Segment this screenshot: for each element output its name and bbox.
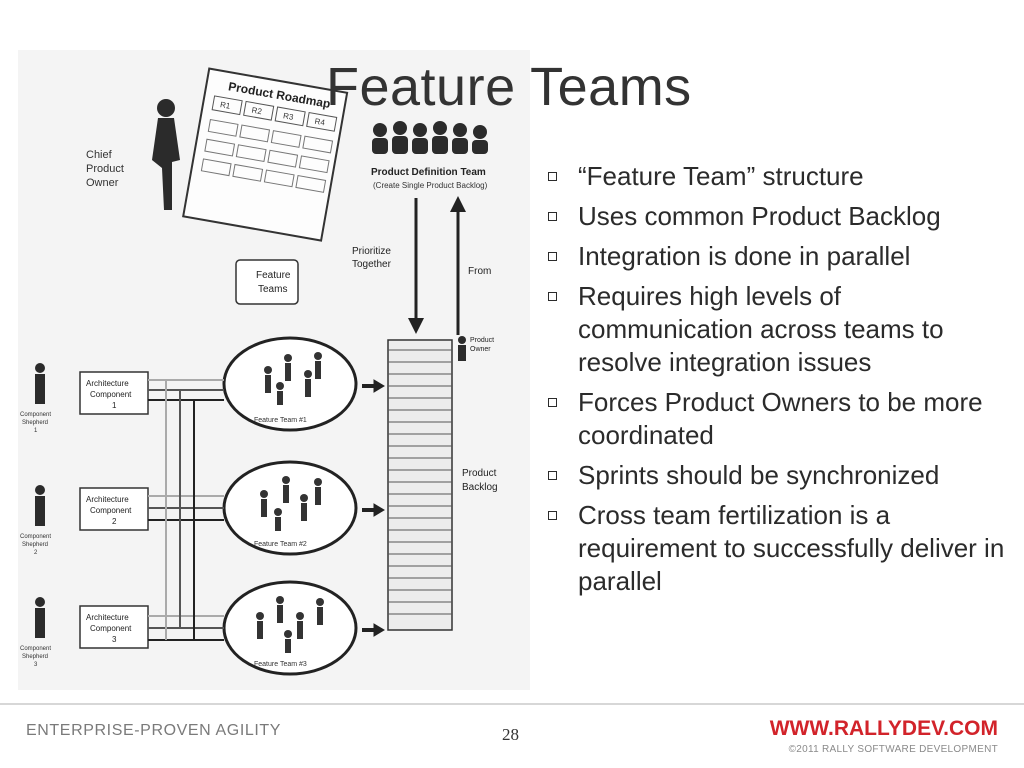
prioritize-down-arrowhead bbox=[408, 318, 424, 334]
architecture-component-3-line-1: Architecture bbox=[86, 613, 129, 622]
product-definition-team-label: Product Definition Team bbox=[371, 167, 486, 178]
bullet-square-icon bbox=[548, 252, 557, 261]
bullet-item: “Feature Team” structure bbox=[546, 160, 1016, 193]
bullet-text: Cross team fertilization is a requiremen… bbox=[578, 500, 1005, 596]
feature-team-label-3: Feature Team #3 bbox=[254, 661, 307, 668]
roadmap-release-3: R3 bbox=[282, 111, 294, 122]
page-number: 28 bbox=[502, 725, 519, 744]
prioritize-label-2: Together bbox=[352, 259, 392, 270]
bullet-square-icon bbox=[548, 471, 557, 480]
product-owner-line-1: Product bbox=[470, 337, 494, 344]
architecture-component-2-line-3: 2 bbox=[112, 517, 117, 526]
component-shepherd-1-line-3: 1 bbox=[34, 428, 38, 434]
product-owner-line-2: Owner bbox=[470, 346, 491, 353]
bullet-square-icon bbox=[548, 398, 557, 407]
product-definition-team-sub: (Create Single Product Backlog) bbox=[373, 181, 488, 190]
architecture-component-3-line-3: 3 bbox=[112, 635, 117, 644]
feature-team-label-1: Feature Team #1 bbox=[254, 417, 307, 424]
footer-tagline: ENTERPRISE-PROVEN AGILITY bbox=[26, 722, 282, 739]
product-definition-team-figures bbox=[372, 121, 488, 154]
bullet-item: Sprints should be synchronized bbox=[546, 459, 1016, 492]
architecture-component-2-line-2: Component bbox=[90, 506, 132, 515]
bullet-text: Requires high levels of communication ac… bbox=[578, 281, 944, 377]
roadmap-release-4: R4 bbox=[314, 117, 326, 128]
bullet-item: Integration is done in parallel bbox=[546, 240, 1016, 273]
from-label: From bbox=[468, 266, 491, 277]
architecture-component-1: Architecture Component 1 bbox=[79, 371, 149, 415]
architecture-component-1-line-2: Component bbox=[90, 390, 132, 399]
architecture-component-2: Architecture Component 2 bbox=[79, 487, 149, 531]
roadmap-release-1: R1 bbox=[219, 100, 231, 111]
product-backlog-stack bbox=[387, 339, 453, 631]
chief-owner-line-1: Chief bbox=[86, 149, 113, 161]
architecture-component-3-line-2: Component bbox=[90, 624, 132, 633]
feature-team-2: Feature Team #2 bbox=[222, 460, 358, 556]
bullet-list: “Feature Team” structure Uses common Pro… bbox=[546, 160, 1016, 605]
bullet-item: Cross team fertilization is a requiremen… bbox=[546, 499, 1016, 598]
bullet-text: Sprints should be synchronized bbox=[578, 460, 940, 490]
component-shepherd-1-line-2: Shepherd bbox=[22, 420, 48, 426]
feature-teams-box-line-2: Teams bbox=[258, 284, 287, 295]
architecture-component-1-line-3: 1 bbox=[112, 401, 117, 410]
component-shepherd-1-line-1: Component bbox=[20, 412, 51, 418]
footer-url: WWW.RALLYDEV.COM bbox=[769, 717, 998, 740]
from-up-arrowhead bbox=[450, 196, 466, 212]
component-shepherd-1: Component Shepherd 1 bbox=[20, 363, 51, 434]
chief-owner-line-2: Product bbox=[86, 163, 124, 175]
chief-owner-line-3: Owner bbox=[86, 177, 119, 189]
component-shepherd-3-line-1: Component bbox=[20, 646, 51, 652]
bullet-square-icon bbox=[548, 511, 557, 520]
feature-teams-diagram: Chief Product Owner Product Roadmap R1 R… bbox=[18, 50, 530, 690]
feature-team-1: Feature Team #1 bbox=[222, 336, 358, 432]
bullet-square-icon bbox=[548, 212, 557, 221]
product-backlog-line-1: Product bbox=[462, 468, 497, 479]
architecture-component-1-line-1: Architecture bbox=[86, 379, 129, 388]
component-shepherd-2-line-2: Shepherd bbox=[22, 542, 48, 548]
feature-teams-box bbox=[235, 259, 299, 305]
component-team-connectors bbox=[148, 379, 224, 641]
product-backlog-line-2: Backlog bbox=[462, 482, 498, 493]
feature-teams-box-line-1: Feature bbox=[256, 270, 291, 281]
feature-team-label-2: Feature Team #2 bbox=[254, 541, 307, 548]
component-shepherd-3-line-2: Shepherd bbox=[22, 654, 48, 660]
architecture-component-3: Architecture Component 3 bbox=[79, 605, 149, 649]
component-shepherd-2-line-1: Component bbox=[20, 534, 51, 540]
feature-team-3: Feature Team #3 bbox=[222, 580, 358, 676]
chief-product-owner-figure bbox=[152, 99, 180, 210]
bullet-text: Forces Product Owners to be more coordin… bbox=[578, 387, 983, 450]
footer-divider bbox=[0, 703, 1024, 705]
slide-title: Feature Teams bbox=[326, 57, 692, 117]
component-shepherd-3-line-3: 3 bbox=[34, 662, 38, 668]
component-shepherd-2: Component Shepherd 2 bbox=[20, 485, 51, 556]
bullet-square-icon bbox=[548, 172, 557, 181]
component-shepherd-3: Component Shepherd 3 bbox=[20, 597, 51, 668]
footer-copyright: ©2011 RALLY SOFTWARE DEVELOPMENT bbox=[788, 744, 998, 755]
bullet-text: Uses common Product Backlog bbox=[578, 201, 941, 231]
team-to-backlog-arrows bbox=[362, 379, 385, 637]
bullet-square-icon bbox=[548, 292, 557, 301]
prioritize-label-1: Prioritize bbox=[352, 246, 391, 257]
product-owner-figure bbox=[458, 336, 466, 361]
roadmap-release-2: R2 bbox=[251, 106, 263, 117]
bullet-item: Requires high levels of communication ac… bbox=[546, 280, 1016, 379]
component-shepherd-2-line-3: 2 bbox=[34, 550, 38, 556]
bullet-item: Uses common Product Backlog bbox=[546, 200, 1016, 233]
architecture-component-2-line-1: Architecture bbox=[86, 495, 129, 504]
product-roadmap-board: Product Roadmap R1 R2 R3 R4 bbox=[182, 67, 349, 242]
bullet-item: Forces Product Owners to be more coordin… bbox=[546, 386, 1016, 452]
bullet-text: “Feature Team” structure bbox=[578, 161, 864, 191]
bullet-text: Integration is done in parallel bbox=[578, 241, 911, 271]
